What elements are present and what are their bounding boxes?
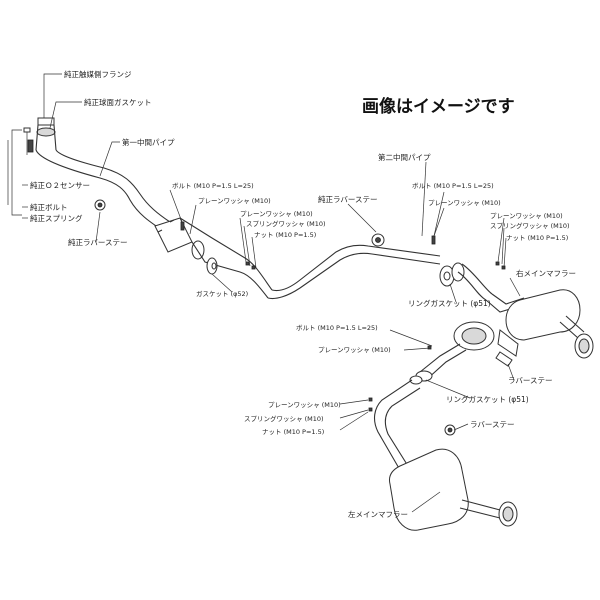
label-genuine-rubber-stay: 純正ラバーステー <box>68 237 128 247</box>
label-genuine-spherical-gasket: 純正球面ガスケット <box>84 97 152 107</box>
left-lower-pipe <box>373 379 421 471</box>
label-nut-b: ナット (M10 P=1.5) <box>254 231 316 239</box>
label-spring-washer-d: スプリングワッシャ (M10) <box>490 221 570 230</box>
image-note: 画像はイメージです <box>362 97 515 117</box>
label-bolt-a: ボルト (M10 P=1.5 L=25) <box>172 182 254 190</box>
label-ring-gasket-51-b: リングガスケット (φ51) <box>446 394 529 404</box>
label-bolt-e: ボルト (M10 P=1.5 L=25) <box>296 324 378 332</box>
label-plain-washer-a: プレーンワッシャ (M10) <box>198 197 271 205</box>
label-spring-washer-f: スプリングワッシャ (M10) <box>244 414 324 423</box>
genuine-flange-group <box>23 117 57 155</box>
label-spring-washer-b: スプリングワッシャ (M10) <box>246 219 326 228</box>
hardware-markers <box>180 221 506 412</box>
ring-gasket-lower <box>409 370 433 385</box>
genuine-rubber-stay-2 <box>371 233 385 247</box>
label-nut-f: ナット (M10 P=1.5) <box>262 428 324 436</box>
label-genuine-rubber-stay-2: 純正ラバーステー <box>318 194 378 204</box>
label-second-mid-pipe: 第二中間パイプ <box>378 152 431 162</box>
leader-lines <box>22 73 521 513</box>
label-plain-washer-f: プレーンワッシャ (M10) <box>268 401 341 409</box>
label-bolt-c: ボルト (M10 P=1.5 L=25) <box>412 182 494 190</box>
label-first-mid-pipe: 第一中間パイプ <box>122 137 175 147</box>
rubber-stay-b <box>444 424 456 436</box>
rubber-stay-a <box>495 351 513 367</box>
label-right-main-muffler: 右メインマフラー <box>516 268 576 278</box>
label-plain-washer-e: プレーンワッシャ (M10) <box>318 346 391 354</box>
label-rubber-stay-a: ラバーステー <box>508 376 553 385</box>
label-plain-washer-d: プレーンワッシャ (M10) <box>490 212 563 220</box>
label-gasket-52: ガスケット (φ52) <box>196 289 248 298</box>
label-genuine-catalyst-flange: 純正触媒側フランジ <box>64 69 132 79</box>
genuine-rubber-stay <box>94 199 106 211</box>
label-nut-d: ナット (M10 P=1.5) <box>506 234 568 242</box>
right-main-muffler <box>497 289 594 359</box>
label-plain-washer-b: プレーンワッシャ (M10) <box>240 210 313 218</box>
y-pipe <box>419 263 525 381</box>
label-rubber-stay-b: ラバーステー <box>470 420 515 429</box>
left-main-muffler <box>389 448 518 531</box>
label-plain-washer-c: プレーンワッシャ (M10) <box>428 199 501 207</box>
label-genuine-o2-sensor: 純正Ｏ２センサー <box>30 180 90 190</box>
label-genuine-bolt: 純正ボルト <box>30 202 68 212</box>
second-mid-pipe-flange <box>439 262 465 287</box>
label-genuine-spring: 純正スプリング <box>30 213 83 223</box>
first-mid-pipe <box>35 149 273 299</box>
label-ring-gasket-51-a: リングガスケット (φ51) <box>408 298 491 308</box>
mid-pipe-run <box>267 244 441 300</box>
label-left-main-muffler: 左メインマフラー <box>348 509 408 519</box>
